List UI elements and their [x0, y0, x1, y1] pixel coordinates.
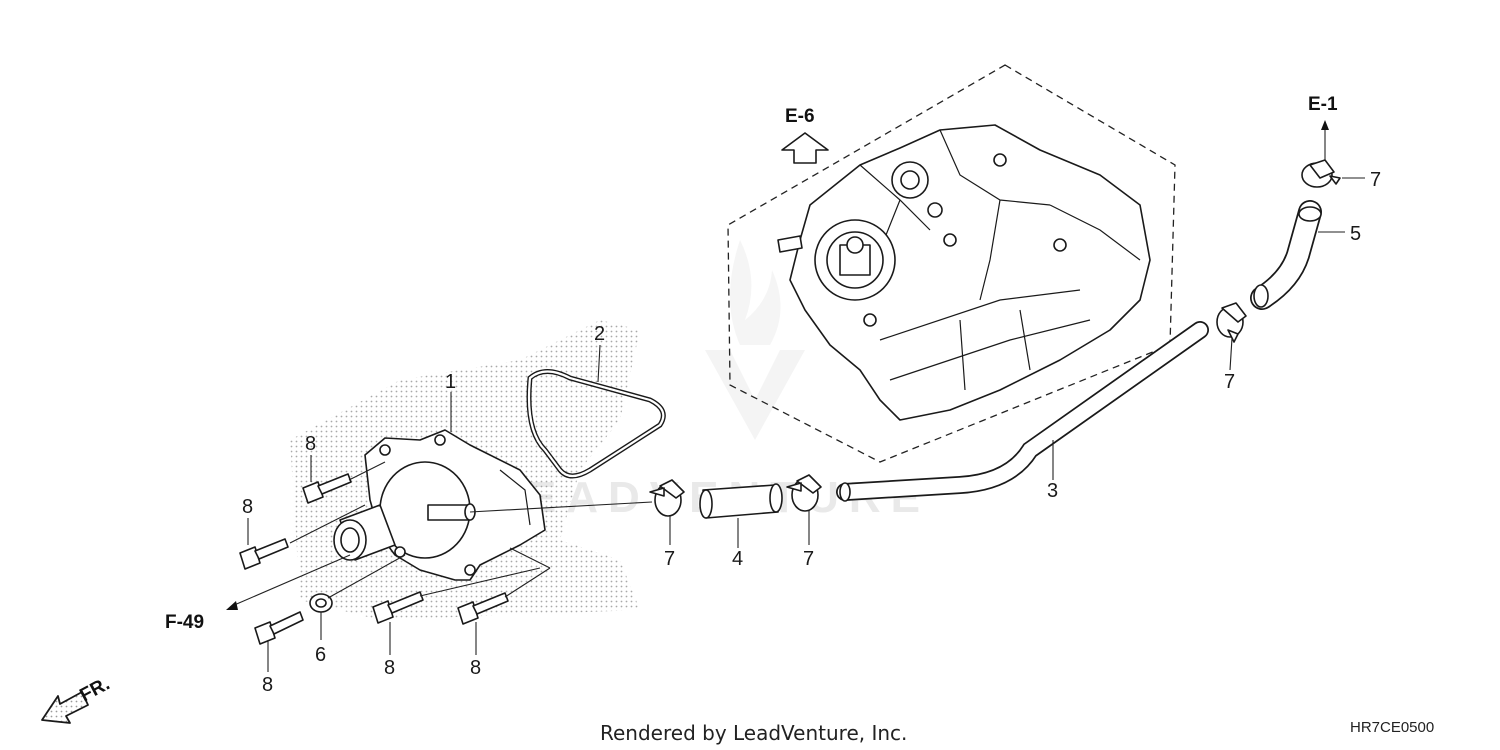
engine-case — [727, 64, 1176, 463]
part-6-washer — [309, 593, 333, 613]
bolt-8c — [254, 611, 304, 645]
part-1-water-pump-cover — [333, 429, 546, 581]
clamp-7c — [1216, 302, 1247, 343]
bolt-8e — [457, 592, 509, 625]
diagram-code: HR7CE0500 — [1350, 719, 1434, 736]
callout-4: 4 — [732, 548, 743, 570]
callout-7b: 7 — [803, 548, 814, 570]
front-arrow: FR. — [41, 674, 113, 724]
clamp-7a — [649, 479, 685, 517]
part-2-gasket — [526, 369, 666, 479]
ref-f49: F-49 — [165, 612, 204, 633]
bolt-8d — [372, 591, 424, 624]
part-4-hose — [699, 483, 783, 519]
clamp-7b — [786, 474, 822, 512]
callout-6: 6 — [315, 644, 326, 666]
callout-5: 5 — [1350, 223, 1361, 245]
part-8-bolts — [239, 473, 509, 645]
part-7-clamps — [649, 159, 1341, 517]
callout-7c: 7 — [1224, 371, 1235, 393]
watermark-logo — [705, 240, 805, 440]
callout-8e: 8 — [470, 657, 481, 679]
clamp-7d — [1301, 159, 1341, 188]
callouts: 1 2 3 4 5 6 7 7 7 7 8 8 8 8 8 — [242, 169, 1381, 696]
callout-2: 2 — [594, 323, 605, 345]
callout-3: 3 — [1047, 480, 1058, 502]
bolt-8a — [302, 473, 352, 504]
callout-8d: 8 — [384, 657, 395, 679]
bolt-8b — [239, 538, 289, 570]
callout-8b: 8 — [242, 496, 253, 518]
callout-8a: 8 — [305, 433, 316, 455]
part-3-pipe — [836, 321, 1209, 502]
callout-8c: 8 — [262, 674, 273, 696]
ref-e1: E-1 — [1308, 94, 1338, 115]
leader-lines — [226, 177, 1365, 672]
ref-e6: E-6 — [785, 106, 815, 127]
callout-7d: 7 — [1370, 169, 1381, 191]
callout-1: 1 — [445, 371, 456, 393]
ref-e6-arrow — [781, 132, 829, 164]
part-5-bent-hose — [1250, 200, 1322, 310]
callout-7a: 7 — [664, 548, 675, 570]
footer-rendered-by: Rendered by LeadVenture, Inc. — [600, 721, 907, 745]
